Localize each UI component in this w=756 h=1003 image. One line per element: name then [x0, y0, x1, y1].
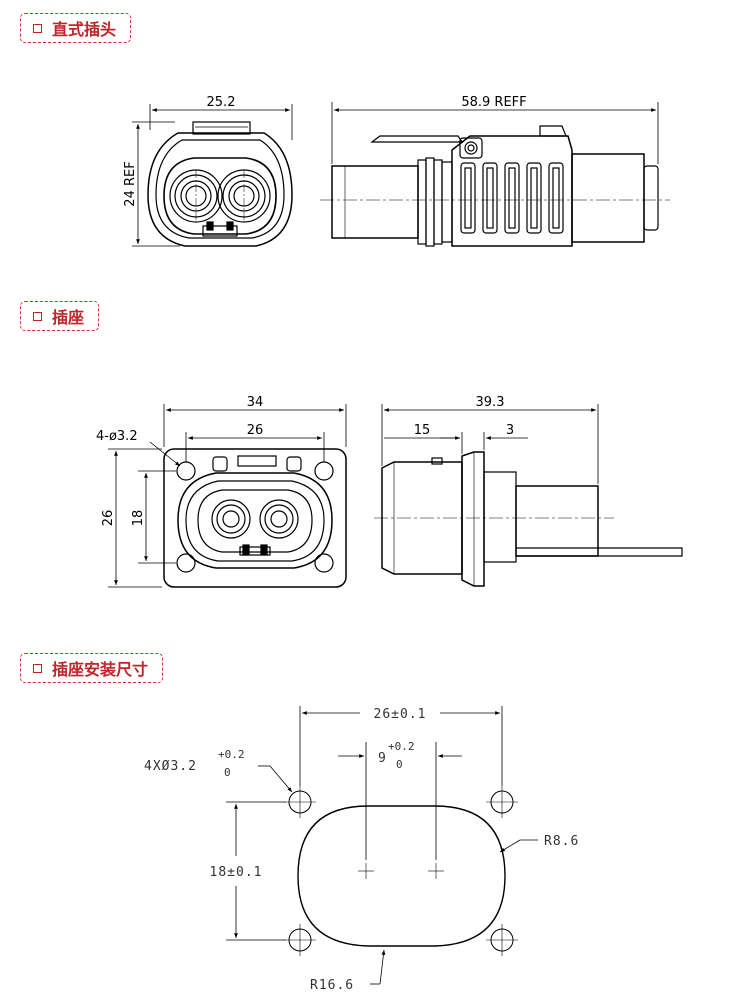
section-tag-socket-mounting: 插座安装尺寸 — [20, 653, 164, 683]
checkbox-square-icon — [33, 23, 42, 33]
socket-flange-width-label: 34 — [247, 395, 264, 410]
mounting-pin-pitch-label: 9 — [378, 751, 387, 766]
mounting-dimensions — [226, 706, 538, 985]
section-tag-straight-plug: 直式插头 — [20, 13, 132, 43]
socket-side-view — [374, 451, 683, 587]
socket-hole-pitch-y-label: 18 — [131, 510, 146, 527]
socket-front-view — [163, 448, 347, 588]
plug-side-view — [320, 125, 670, 247]
mounting-hole-tol-lower: 0 — [224, 766, 231, 779]
checkbox-square-icon — [33, 311, 42, 321]
plug-front-dimensions — [132, 104, 293, 247]
socket-hole-pitch-x-label: 26 — [247, 423, 264, 438]
section-tag-socket: 插座 — [20, 301, 100, 331]
mounting-hole-pitch-x-label: 26±0.1 — [374, 707, 427, 722]
mounting-hole-callout-label: 4XØ3.2 — [144, 759, 197, 774]
socket-length-label: 39.3 — [476, 395, 505, 410]
mounting-pin-tol-upper: +0.2 — [388, 740, 415, 753]
plug-width-label: 25.2 — [207, 95, 236, 110]
socket-hole-callout-label: 4-ø3.2 — [96, 429, 138, 444]
socket-front-dimensions — [108, 404, 347, 588]
plug-height-label: 24 REF — [123, 161, 138, 206]
mounting-cutout-view — [284, 786, 518, 956]
plug-front-view — [147, 121, 293, 247]
socket-front-length-label: 15 — [414, 423, 431, 438]
section-label: 直式插头 — [52, 20, 117, 39]
mounting-radius-small-label: R8.6 — [544, 834, 579, 849]
plug-length-label: 58.9 REFF — [461, 95, 526, 110]
mounting-pin-tol-lower: 0 — [396, 758, 403, 771]
socket-flange-height-label: 26 — [101, 510, 116, 527]
plug-side-dimensions — [331, 102, 659, 164]
section-label: 插座 — [52, 308, 85, 327]
mounting-radius-large-label: R16.6 — [310, 978, 354, 993]
mounting-hole-pitch-y-label: 18±0.1 — [210, 865, 263, 880]
section-label: 插座安装尺寸 — [52, 660, 149, 679]
socket-flange-thickness-label: 3 — [506, 423, 514, 438]
checkbox-square-icon — [33, 663, 42, 673]
socket-side-dimensions — [381, 404, 599, 484]
mounting-hole-tol-upper: +0.2 — [218, 748, 245, 761]
